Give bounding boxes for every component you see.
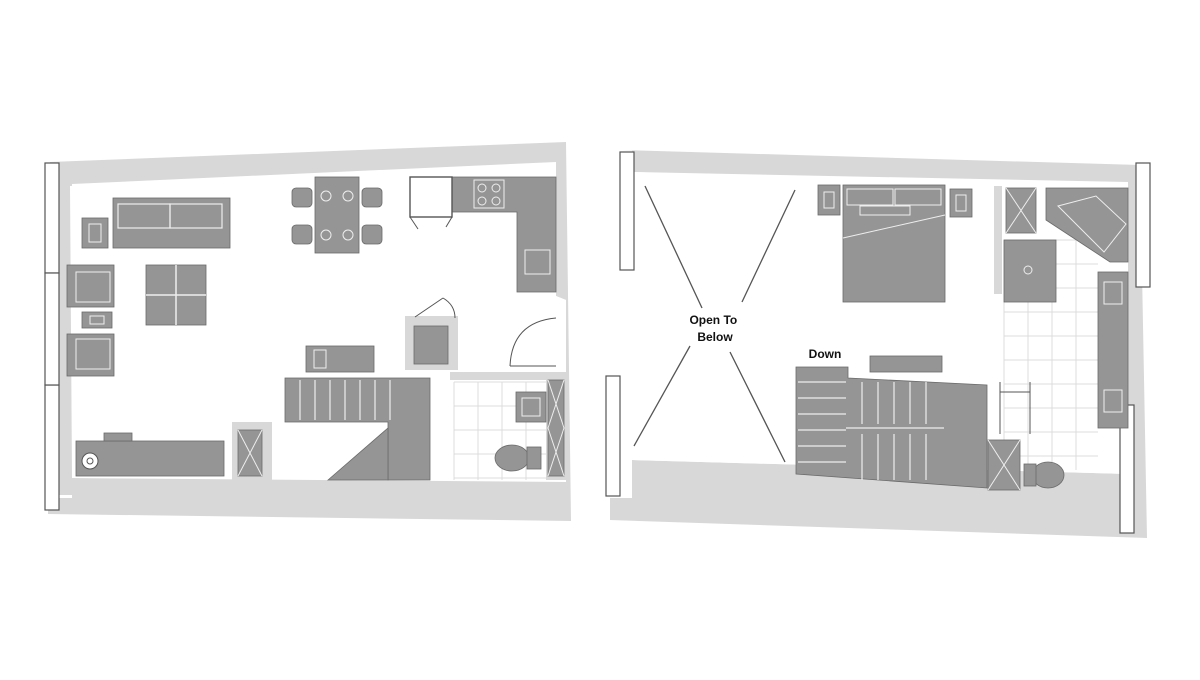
refrigerator — [409, 176, 453, 230]
closet — [405, 297, 458, 370]
upper-level-walls — [610, 150, 1147, 538]
bathtub — [1045, 187, 1129, 263]
nightstand-left — [817, 184, 841, 216]
open-to-below-label: Open To Below — [689, 313, 740, 344]
window-upper-left-bottom — [605, 375, 621, 497]
side-table-small — [81, 311, 113, 329]
shower-cabinet-lower — [547, 379, 565, 477]
window-left-upper — [44, 162, 60, 274]
sofa — [112, 197, 231, 249]
kitchen-counter — [451, 176, 557, 293]
coffee-table — [145, 264, 207, 326]
lower-level-plan — [44, 142, 571, 521]
vanity-upper — [1097, 271, 1129, 429]
armchair-lower — [66, 333, 115, 377]
upper-level-plan: Open To Below Down — [605, 150, 1151, 538]
wardrobe-upper — [987, 439, 1021, 491]
desk — [75, 432, 225, 477]
window-upper-right-top — [1135, 162, 1151, 288]
clothes-rail — [999, 382, 1031, 434]
upper-partition-wall — [994, 186, 1002, 294]
storage-cabinet-upper — [1005, 187, 1037, 234]
nightstand-right — [949, 188, 973, 218]
side-table-lamp — [81, 217, 109, 249]
bathroom-door-arc — [509, 317, 557, 367]
toilet-lower — [494, 444, 530, 472]
dining-set — [291, 176, 383, 254]
toilet-upper — [1031, 461, 1065, 489]
bed — [842, 184, 946, 303]
shower-upper — [1003, 239, 1057, 303]
bathroom-vanity — [515, 391, 547, 423]
window-left-middle — [44, 272, 60, 386]
stairs-upper — [795, 355, 988, 489]
stairs-lower — [284, 377, 431, 481]
open-to-below-marker — [633, 185, 796, 463]
down-label: Down — [809, 347, 842, 361]
bathroom-wall — [450, 372, 566, 380]
storage-cabinet-x — [237, 429, 263, 477]
lower-level-walls — [48, 142, 571, 521]
window-left-lower — [44, 384, 60, 511]
window-upper-left-top — [619, 151, 635, 271]
armchair-upper — [66, 264, 115, 308]
